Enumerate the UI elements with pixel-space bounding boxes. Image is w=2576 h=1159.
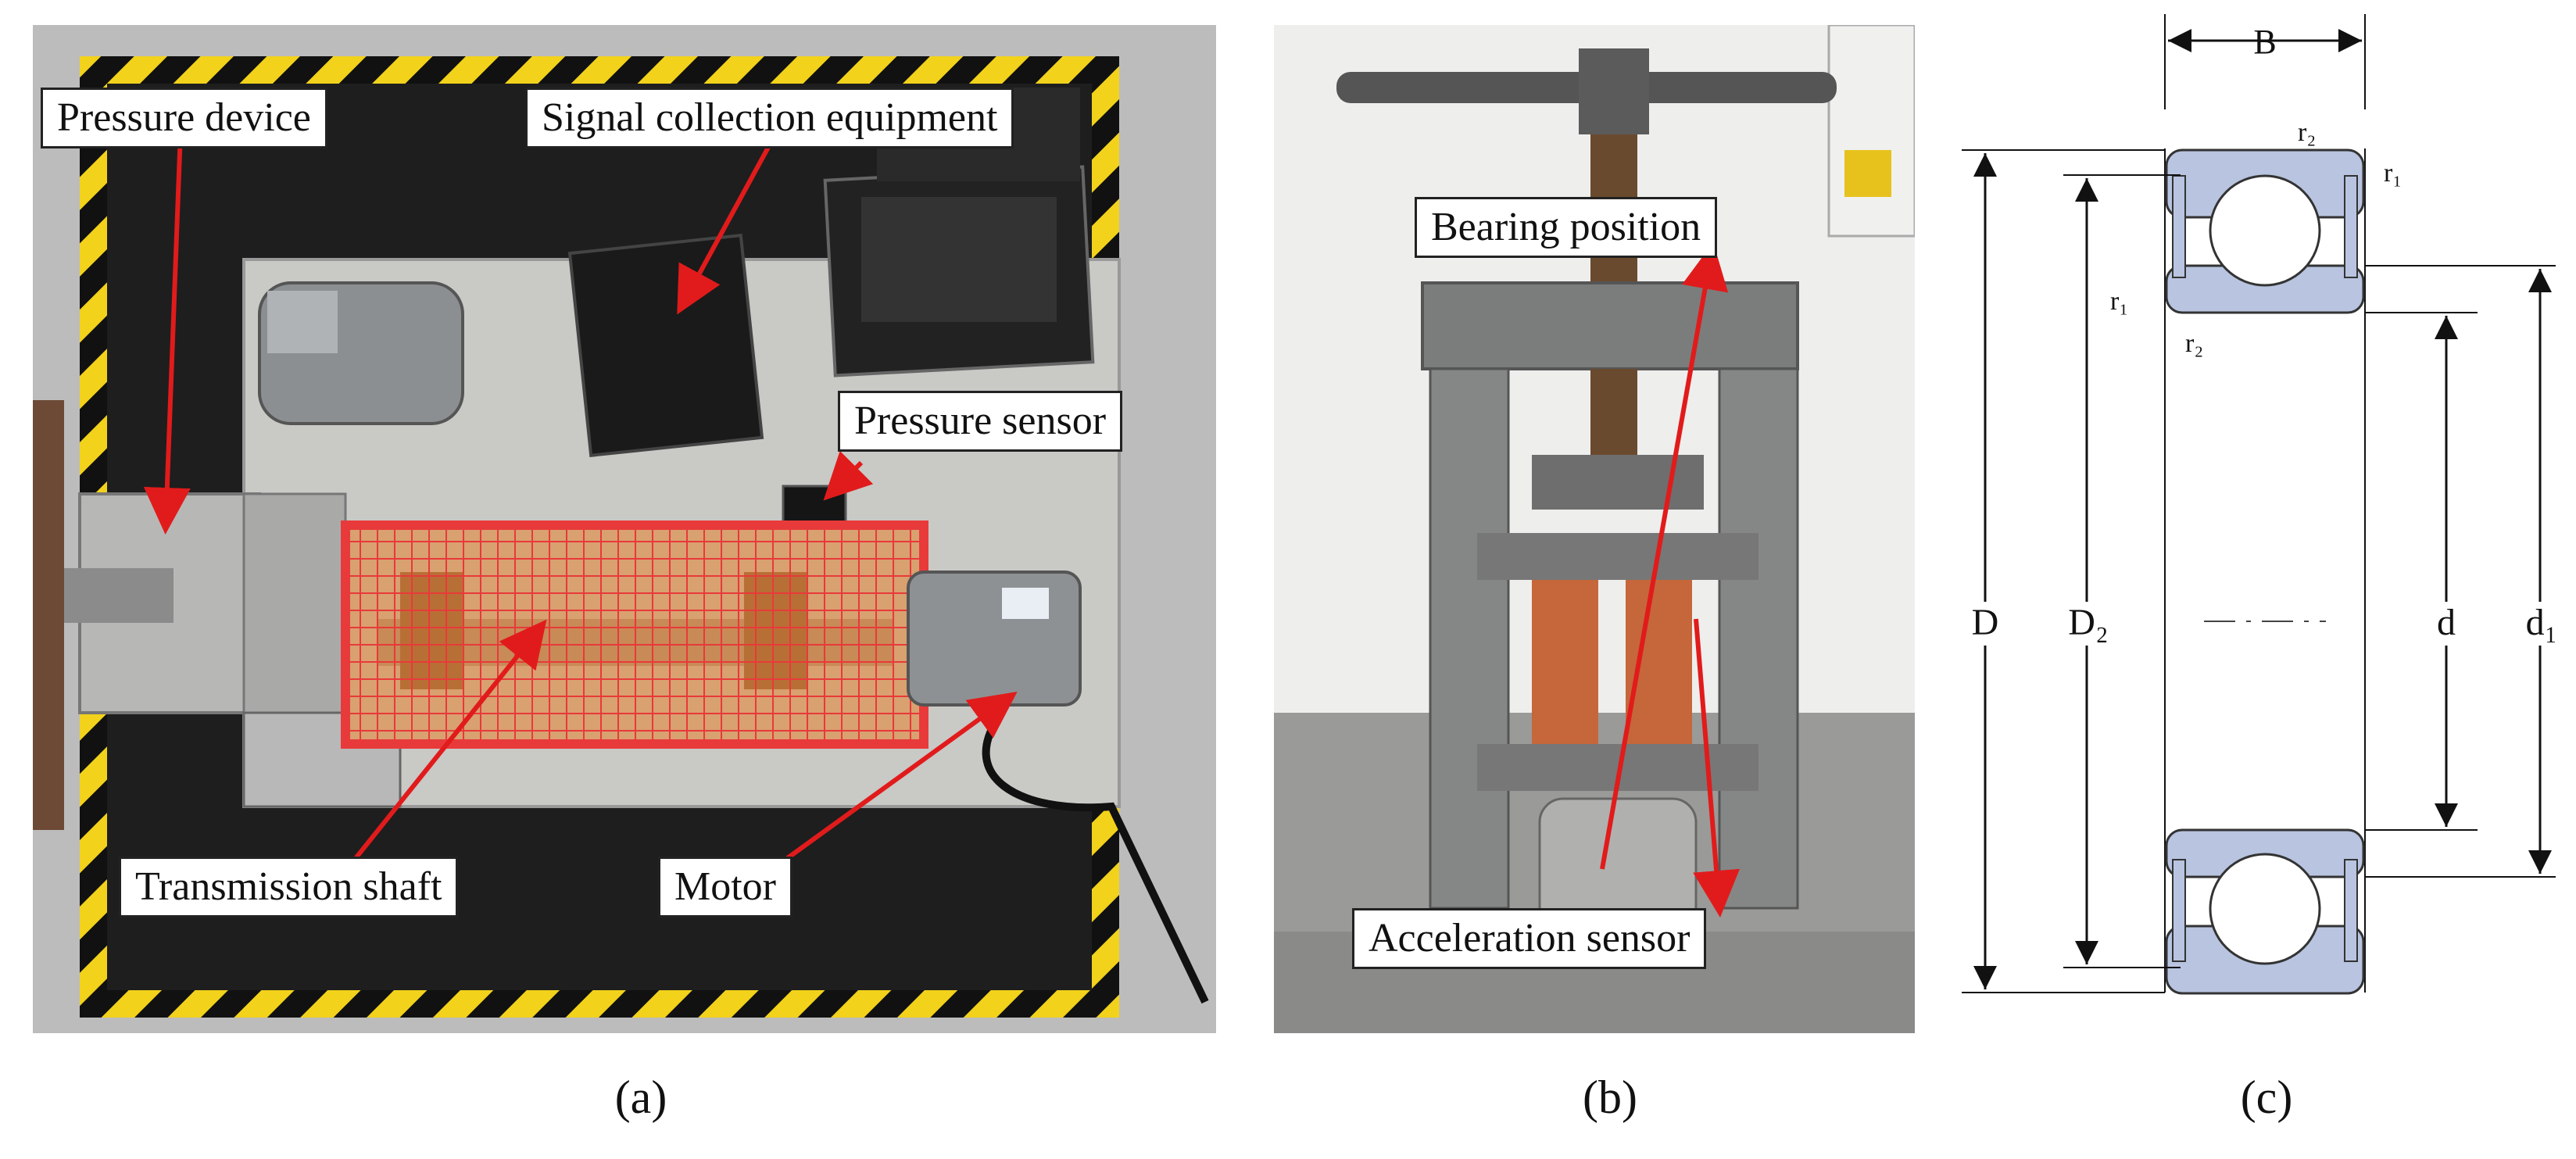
callout-acceleration-sensor: Acceleration sensor xyxy=(1352,908,1707,969)
label-r2-left: r₂ xyxy=(2185,329,2203,358)
callout-transmission-shaft: Transmission shaft xyxy=(119,857,459,918)
label-B: B xyxy=(2253,23,2276,61)
arrow-motor xyxy=(782,691,1018,864)
arrow-signal-collection xyxy=(677,133,778,315)
label-D: D xyxy=(1972,602,1999,643)
callout-pressure-device: Pressure device xyxy=(41,88,327,148)
arrow-bearing-position xyxy=(1600,242,1729,870)
photo-test-rig-top-view: Pressure device Signal collection equipm… xyxy=(33,25,1216,1033)
test-rig-illustration xyxy=(33,25,1216,1033)
caption-c: (c) xyxy=(2240,1071,2293,1123)
callout-pressure-sensor: Pressure sensor xyxy=(838,391,1123,452)
bearing-cross-section: B D D₂ xyxy=(1962,14,2570,995)
arrow-pressure-device xyxy=(143,110,191,535)
caption-a: (a) xyxy=(614,1071,667,1123)
caption-b: (b) xyxy=(1583,1071,1637,1123)
press-illustration xyxy=(1274,25,1915,1033)
arrow-pressure-sensor xyxy=(823,450,874,501)
bearing-dimension-diagram: B D D₂ xyxy=(1930,0,2576,1047)
arrow-transmission-shaft xyxy=(351,619,547,863)
label-r2-top: r₂ xyxy=(2298,118,2316,147)
callout-motor: Motor xyxy=(658,857,792,918)
label-D2: D₂ xyxy=(2068,602,2108,643)
label-d1: d₁ xyxy=(2526,602,2558,643)
photo-bearing-press-front-view: Bearing position Acceleration sensor xyxy=(1274,25,1915,1033)
callout-bearing-position: Bearing position xyxy=(1415,197,1718,258)
label-d: d xyxy=(2437,602,2456,643)
label-r1-top: r₁ xyxy=(2384,159,2402,188)
label-r1-left: r₁ xyxy=(2110,287,2128,316)
arrow-acceleration-sensor xyxy=(1693,618,1741,918)
callout-signal-collection: Signal collection equipment xyxy=(525,88,1014,148)
